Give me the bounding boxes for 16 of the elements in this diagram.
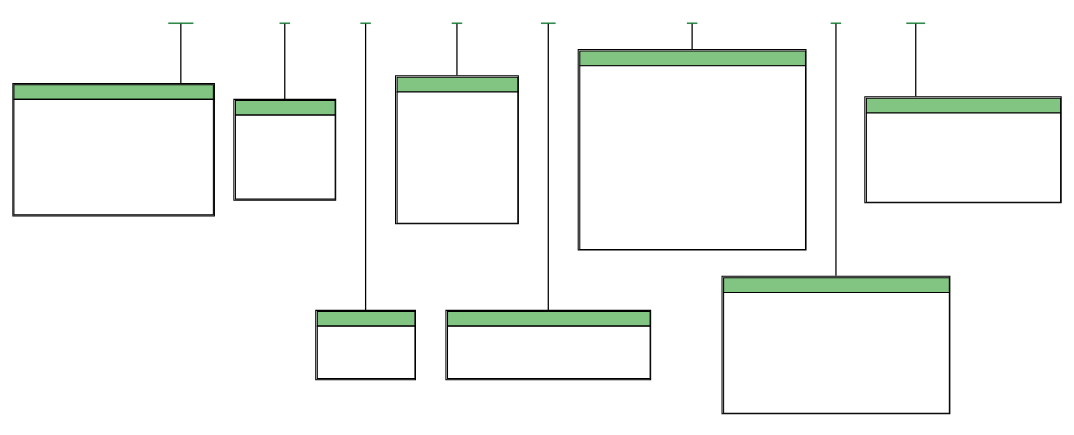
connector <box>456 22 458 76</box>
node-bar <box>278 21 291 24</box>
node-bar <box>829 21 842 24</box>
connector <box>547 22 549 311</box>
connector <box>691 22 693 50</box>
node-bar <box>450 21 463 24</box>
connector <box>915 22 917 97</box>
node-bar <box>359 21 372 24</box>
node-bar <box>167 21 195 24</box>
node-bar <box>905 21 926 24</box>
connector <box>835 22 837 276</box>
connector <box>284 22 286 100</box>
connector <box>365 22 367 311</box>
node-bar <box>540 21 557 24</box>
connector <box>180 22 182 84</box>
node-bar <box>686 21 699 24</box>
